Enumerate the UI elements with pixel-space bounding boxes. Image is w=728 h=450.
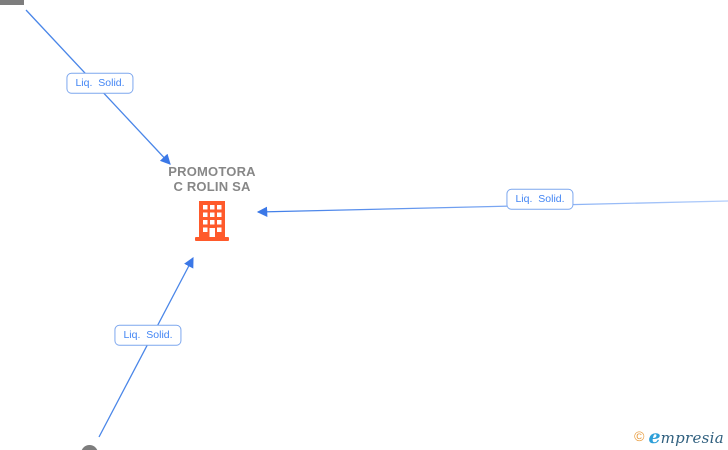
brand-logo-initial: e	[648, 426, 661, 448]
building-icon	[194, 200, 230, 241]
empresia-watermark: ©empresia	[634, 426, 724, 448]
edge-line-bottom-left	[98, 256, 194, 438]
edge-label-liq-solid-right: Liq. Solid.	[506, 188, 574, 210]
company-name-line2: C ROLIN SA	[173, 179, 251, 194]
edge-label-liq-solid-top-left: Liq. Solid.	[66, 72, 134, 94]
partial-node-top-left[interactable]	[0, 0, 24, 5]
brand-logo-text: mpresia	[660, 429, 724, 447]
company-name: PROMOTORA C ROLIN SA	[142, 164, 282, 194]
company-name-line1: PROMOTORA	[168, 164, 256, 179]
partial-person-node-head[interactable]	[81, 445, 98, 450]
company-node-promotora-c-rolin-sa[interactable]: PROMOTORA C ROLIN SA	[142, 164, 282, 246]
edge-label-liq-solid-bottom-left: Liq. Solid.	[114, 324, 182, 346]
copyright-symbol: ©	[634, 428, 645, 444]
edge-line-right	[256, 200, 728, 217]
